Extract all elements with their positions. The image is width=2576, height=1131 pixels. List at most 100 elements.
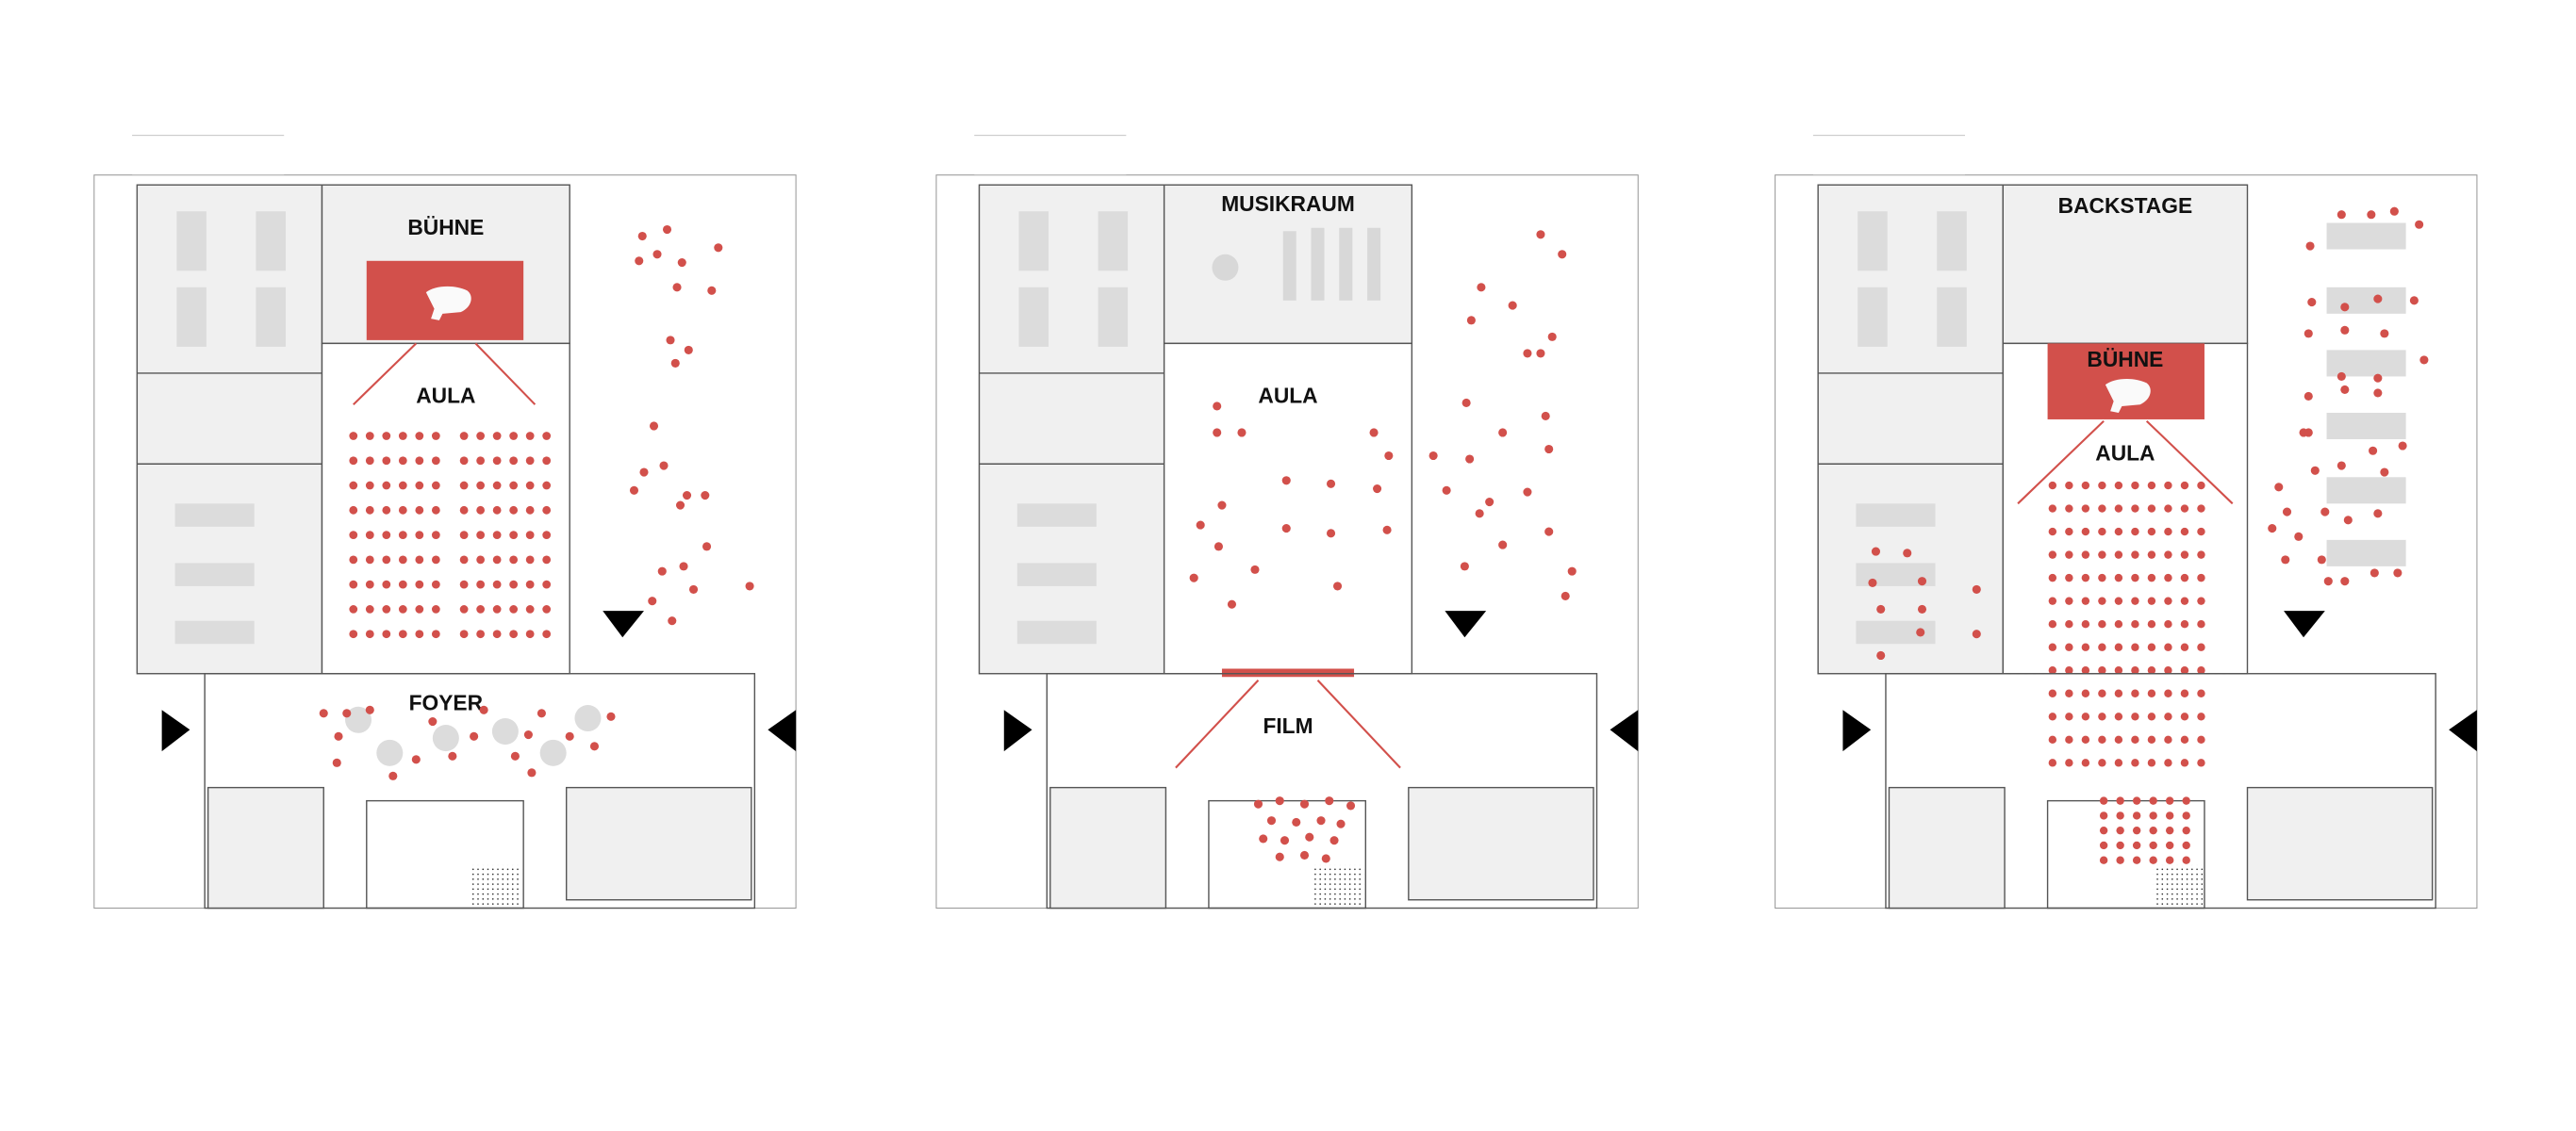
person	[2373, 294, 2383, 303]
bench	[2326, 539, 2406, 566]
person	[1876, 604, 1886, 614]
person	[1916, 628, 1925, 637]
seat	[2065, 527, 2073, 536]
stair-hatch	[471, 864, 522, 909]
seat	[525, 432, 535, 440]
backstage-label: BACKSTAGE	[2058, 193, 2192, 218]
person	[1428, 451, 1438, 461]
classroom-furniture	[1016, 211, 1129, 645]
seat	[2116, 826, 2124, 835]
seat	[2114, 619, 2123, 629]
seat	[542, 481, 552, 490]
seat	[2149, 811, 2157, 820]
person	[565, 731, 574, 741]
grand-piano-icon	[2105, 378, 2151, 413]
seat	[2197, 643, 2205, 651]
seat	[525, 481, 535, 490]
seat	[2180, 550, 2189, 559]
person	[2343, 516, 2353, 525]
person	[1299, 799, 1310, 809]
person	[635, 256, 644, 266]
seat	[2180, 504, 2189, 513]
seat	[431, 605, 440, 614]
seat	[2081, 573, 2090, 582]
seat	[2131, 643, 2139, 651]
seat	[2180, 689, 2189, 697]
seat	[2065, 713, 2073, 721]
seat	[398, 630, 407, 639]
seat	[365, 555, 374, 565]
seat	[2114, 573, 2123, 582]
person	[388, 771, 398, 780]
seat	[398, 555, 407, 565]
seat	[2081, 504, 2090, 513]
seat	[2165, 796, 2174, 805]
seat	[349, 555, 358, 565]
seat	[2116, 811, 2124, 820]
seat	[382, 630, 391, 639]
seat	[2098, 643, 2106, 651]
seat	[2098, 759, 2106, 767]
seat	[2065, 481, 2073, 490]
seat	[2081, 527, 2090, 536]
classroom-block	[978, 184, 1165, 675]
seat	[525, 555, 535, 565]
person	[1903, 549, 1912, 558]
table	[432, 725, 459, 752]
seat	[2164, 759, 2172, 767]
seat	[509, 505, 519, 515]
seat	[2147, 643, 2156, 651]
seat	[2048, 735, 2057, 745]
seat	[2114, 504, 2123, 513]
seat	[476, 481, 486, 490]
stair-hatch	[2153, 864, 2204, 909]
rooftop-grating	[132, 135, 285, 176]
seat	[2131, 597, 2139, 605]
seat	[349, 605, 358, 614]
aula-people	[1189, 402, 1394, 609]
seat	[492, 531, 502, 539]
table	[491, 718, 519, 746]
lower-wing	[1885, 673, 2436, 910]
person	[1280, 836, 1290, 845]
seat	[398, 481, 407, 490]
person	[2294, 532, 2304, 541]
person	[1498, 540, 1508, 549]
seat	[415, 531, 424, 539]
person	[714, 243, 723, 253]
grand-piano-icon	[425, 286, 471, 320]
seat	[2164, 527, 2172, 536]
person	[2370, 568, 2379, 578]
person	[1523, 487, 1532, 497]
person	[1237, 428, 1247, 437]
seat	[492, 505, 502, 515]
person	[2380, 467, 2389, 477]
person	[1536, 349, 1545, 358]
seat	[2099, 796, 2108, 805]
seat	[398, 605, 407, 614]
seat	[2197, 619, 2205, 629]
stage-label: MUSIKRAUM	[1221, 191, 1355, 216]
person	[1466, 316, 1476, 325]
person	[672, 283, 682, 292]
person	[1477, 283, 1486, 292]
person	[319, 709, 328, 718]
seat	[2131, 759, 2139, 767]
person	[1281, 524, 1291, 533]
aula-hall	[1163, 342, 1413, 675]
seat	[2165, 856, 2174, 864]
seat	[476, 630, 486, 639]
seat	[2182, 811, 2190, 820]
person	[2305, 241, 2315, 251]
seat	[2114, 550, 2123, 559]
seat	[2131, 713, 2139, 721]
seat	[2065, 689, 2073, 697]
seat	[492, 580, 502, 589]
seat	[2099, 856, 2108, 864]
seat	[509, 605, 519, 614]
seat	[2048, 550, 2057, 559]
seat	[415, 481, 424, 490]
person	[648, 597, 657, 606]
